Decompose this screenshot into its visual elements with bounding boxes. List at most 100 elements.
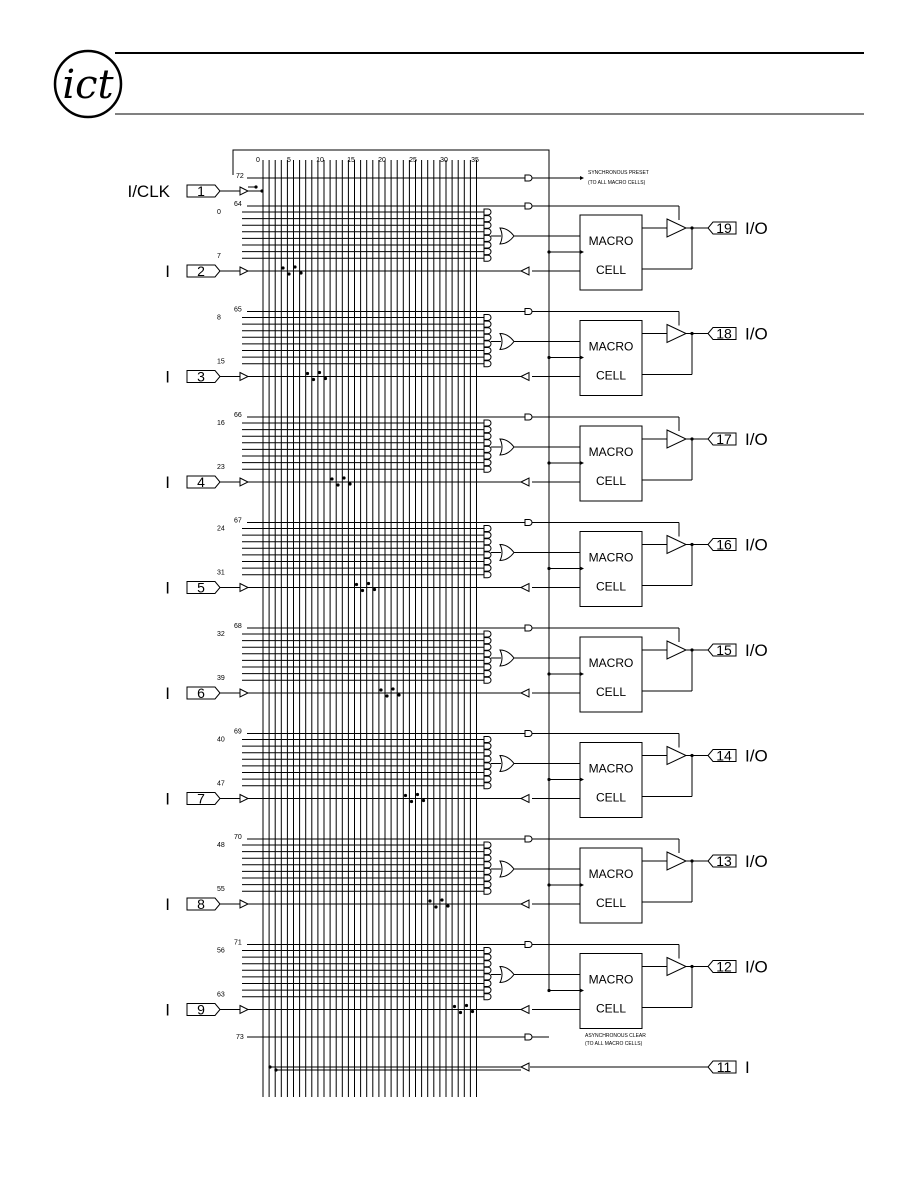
conn-dot	[464, 1003, 469, 1008]
output-node	[690, 859, 694, 863]
conn-dot	[293, 265, 297, 269]
conn-dot	[287, 272, 291, 276]
conn-dot	[311, 377, 316, 382]
conn-dot	[458, 1010, 463, 1015]
product-and-gate	[483, 980, 492, 987]
macro-cell-label-1: MACRO	[589, 867, 634, 881]
column-tick-4: 20	[378, 157, 386, 164]
row-last-number: 7	[217, 253, 221, 260]
logo-text: ict	[62, 62, 114, 108]
ict-logo: ict	[53, 49, 123, 119]
product-and-gate	[483, 254, 492, 262]
input-pin-label: I	[165, 895, 170, 914]
macro-cell-label-2: CELL	[596, 791, 626, 805]
input-pin-number: 2	[197, 263, 205, 279]
output-pin-label: I/O	[745, 958, 768, 977]
row-first-number: 56	[217, 948, 225, 955]
input-buffer	[239, 1004, 250, 1015]
row-first-number: 32	[217, 631, 225, 638]
pin11-buffer	[519, 1062, 530, 1072]
product-and-gate	[483, 445, 492, 453]
conn-dot	[366, 581, 371, 586]
row-last-number: 15	[217, 359, 225, 366]
input-buffer	[239, 477, 250, 487]
output-pin-box	[707, 538, 737, 551]
input-pin-number: 3	[197, 369, 205, 385]
product-and-gate	[483, 452, 492, 460]
conn-dot	[354, 582, 359, 587]
row-last-number: 39	[217, 675, 225, 682]
conn-dot	[434, 905, 438, 909]
oe-term-number: 67	[234, 518, 242, 525]
clear-label-1: ASYNCHRONOUS CLEAR	[585, 1033, 646, 1039]
conn-dot	[428, 899, 432, 903]
output-pin-label: I/O	[745, 852, 768, 871]
clk-node	[547, 250, 551, 254]
feedback-buffer	[519, 371, 530, 382]
column-tick-6: 30	[440, 157, 448, 164]
row-last-number: 47	[217, 781, 225, 788]
product-and-gate	[483, 749, 492, 757]
product-and-gate	[483, 656, 492, 664]
output-pin-box	[707, 854, 737, 868]
input-pin-number: 9	[197, 1002, 205, 1018]
product-and-gate	[483, 762, 492, 770]
row-first-number: 0	[217, 209, 221, 216]
macro-cell-label-1: MACRO	[589, 551, 634, 565]
macro-cell	[579, 214, 643, 291]
product-and-gate	[483, 432, 492, 440]
input-pin-label: I	[165, 262, 170, 281]
clk-node	[547, 461, 551, 465]
conn-dot	[342, 476, 346, 480]
oe-and-gate	[524, 202, 533, 210]
clock-dot-a	[254, 185, 258, 189]
conn-dot	[336, 483, 340, 487]
product-and-gate	[483, 333, 492, 341]
product-and-gate	[483, 221, 492, 229]
clk-node	[547, 988, 551, 993]
product-and-gate	[483, 663, 492, 671]
product-and-gate	[483, 782, 492, 790]
macro-cell	[579, 742, 643, 818]
conn-dot	[415, 792, 420, 797]
clear-term-number: 73	[236, 1034, 244, 1041]
row-first-number: 16	[217, 420, 225, 427]
or-gate	[499, 332, 515, 351]
clk-arrow	[580, 250, 584, 254]
feedback-buffer	[519, 899, 530, 909]
output-pin-box	[707, 432, 737, 446]
preset-label-2: (TO ALL MACRO CELLS)	[588, 180, 646, 186]
input-pin-label: I	[165, 790, 170, 809]
preset-and-gate	[524, 174, 533, 182]
product-and-gate	[483, 320, 492, 328]
feedback-buffer	[519, 582, 530, 593]
row-first-number: 48	[217, 842, 225, 849]
clk-arrow	[580, 988, 584, 993]
output-buffer	[666, 640, 688, 660]
clk-node	[547, 777, 551, 782]
macro-cell-label-2: CELL	[596, 474, 626, 488]
output-pin-label: I/O	[745, 430, 768, 449]
clear-label-2: (TO ALL MACRO CELLS)	[585, 1041, 643, 1047]
pin11-label: I	[745, 1058, 750, 1077]
input-pin-number: 5	[197, 580, 205, 596]
conn-dot	[385, 694, 389, 698]
output-pin-number: 16	[716, 537, 732, 553]
input-buffer	[239, 266, 250, 276]
output-pin-label: I/O	[745, 641, 768, 660]
product-and-gate	[483, 986, 492, 994]
conn-dot	[317, 370, 322, 375]
macro-cell-label-2: CELL	[596, 263, 626, 277]
product-and-gate	[483, 881, 492, 889]
output-buffer	[666, 745, 688, 766]
input-pin-box	[186, 475, 221, 489]
clk-node	[547, 672, 551, 676]
output-pin-number: 13	[716, 853, 732, 869]
clock-buffer	[239, 186, 250, 196]
product-and-gate	[483, 215, 492, 223]
